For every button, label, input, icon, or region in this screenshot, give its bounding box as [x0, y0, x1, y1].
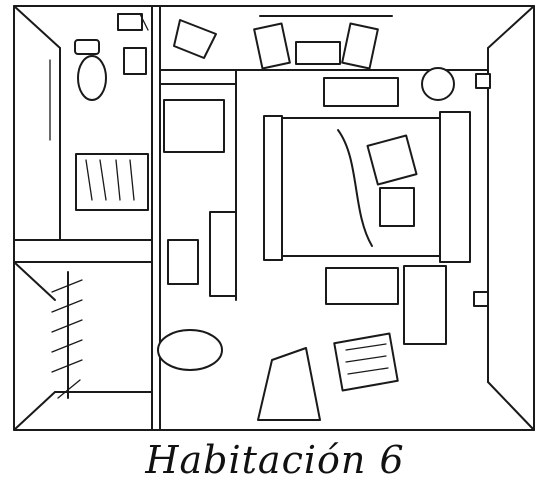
room-caption: Habitación 6 [145, 438, 405, 482]
sink-icon [118, 14, 148, 74]
chair-icon [334, 334, 397, 391]
bed-icon [264, 112, 470, 262]
wardrobe-icon [404, 266, 446, 344]
left-rooms [14, 6, 160, 430]
window-icon [254, 16, 392, 68]
shower-icon [50, 60, 148, 210]
door-icon [258, 348, 320, 420]
toilet-icon [75, 40, 106, 100]
table-icon [422, 68, 490, 306]
clothes-rack-icon [52, 272, 82, 398]
outer-walls [14, 6, 534, 430]
rug-icon [324, 78, 398, 304]
